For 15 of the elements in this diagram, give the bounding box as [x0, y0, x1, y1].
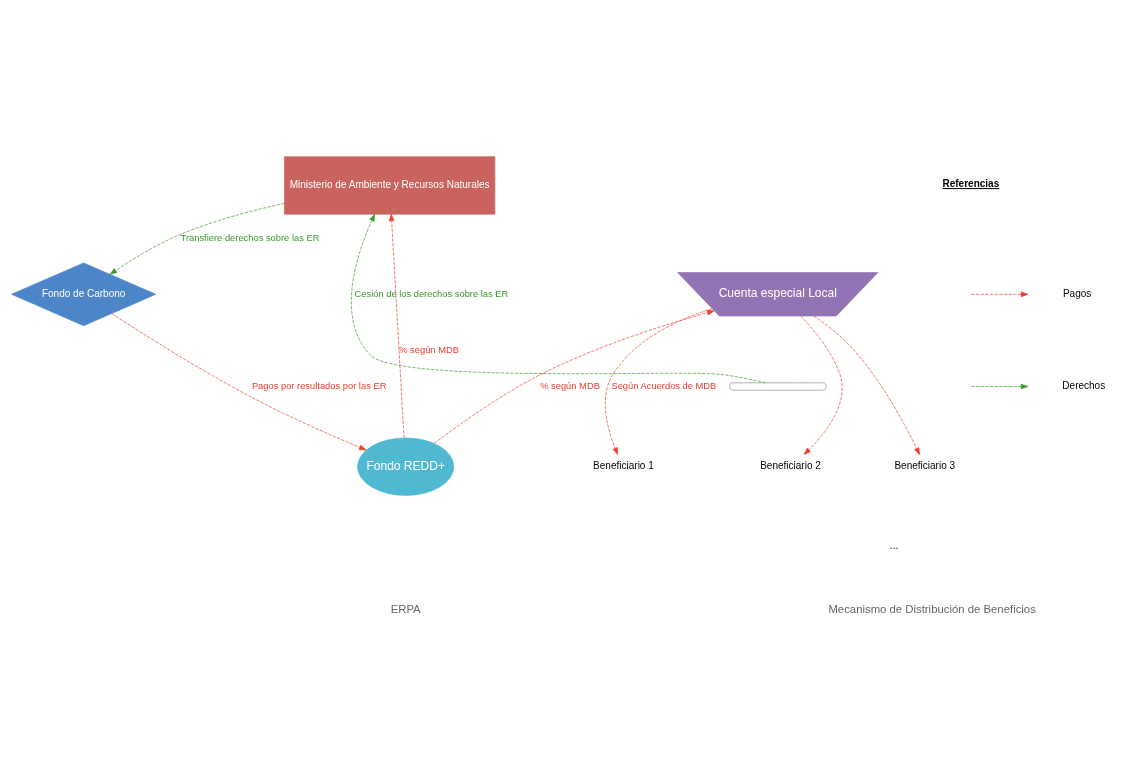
label: Mecanismo de Distribución de Beneficios — [828, 603, 1036, 616]
edge-label: % según MDB — [540, 380, 600, 391]
edge-label: Cesión de los derechos sobre las ER — [354, 288, 509, 299]
label: ... — [889, 540, 899, 552]
node-text: Beneficiario 1 — [593, 460, 654, 471]
edge-label: Según Acuerdos de MDB — [611, 380, 717, 391]
legend-label: Derechos — [1062, 379, 1106, 391]
node-text: Beneficiario 2 — [760, 460, 821, 471]
edge-label: % según MDB — [399, 344, 459, 355]
label: Referencias — [942, 178, 1000, 190]
edge-label: Pagos por resultados por las ER — [251, 380, 387, 391]
node-text: Beneficiario 3 — [894, 460, 956, 471]
legend-label: Pagos — [1062, 287, 1092, 299]
edge-label: Transfiere derechos sobre las ER — [180, 232, 320, 243]
label: ERPA — [390, 603, 421, 616]
